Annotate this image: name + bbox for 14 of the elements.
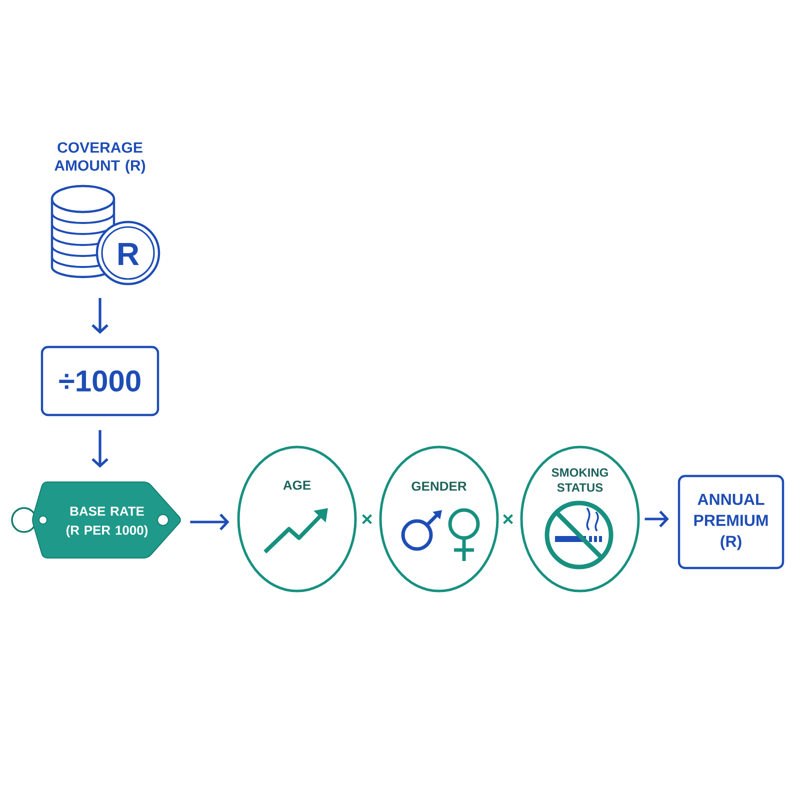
price-tag: BASE RATE (R PER 1000) — [11, 482, 181, 558]
arrow — [92, 430, 108, 468]
factor-oval: SMOKING STATUS — [520, 446, 640, 592]
arrow — [644, 510, 669, 528]
multiply-sign: × — [362, 514, 372, 524]
arrow — [92, 298, 108, 334]
result-box: ANNUAL PREMIUM (R) — [678, 474, 784, 570]
operation-box: ÷1000 — [40, 346, 160, 416]
coin: R — [96, 220, 160, 286]
factor-oval: GENDER — [379, 446, 499, 592]
multiply-sign: × — [503, 514, 513, 524]
factor-oval: AGE — [237, 446, 357, 592]
arrow — [190, 514, 230, 530]
heading: COVERAGE AMOUNT (R) — [54, 142, 146, 174]
